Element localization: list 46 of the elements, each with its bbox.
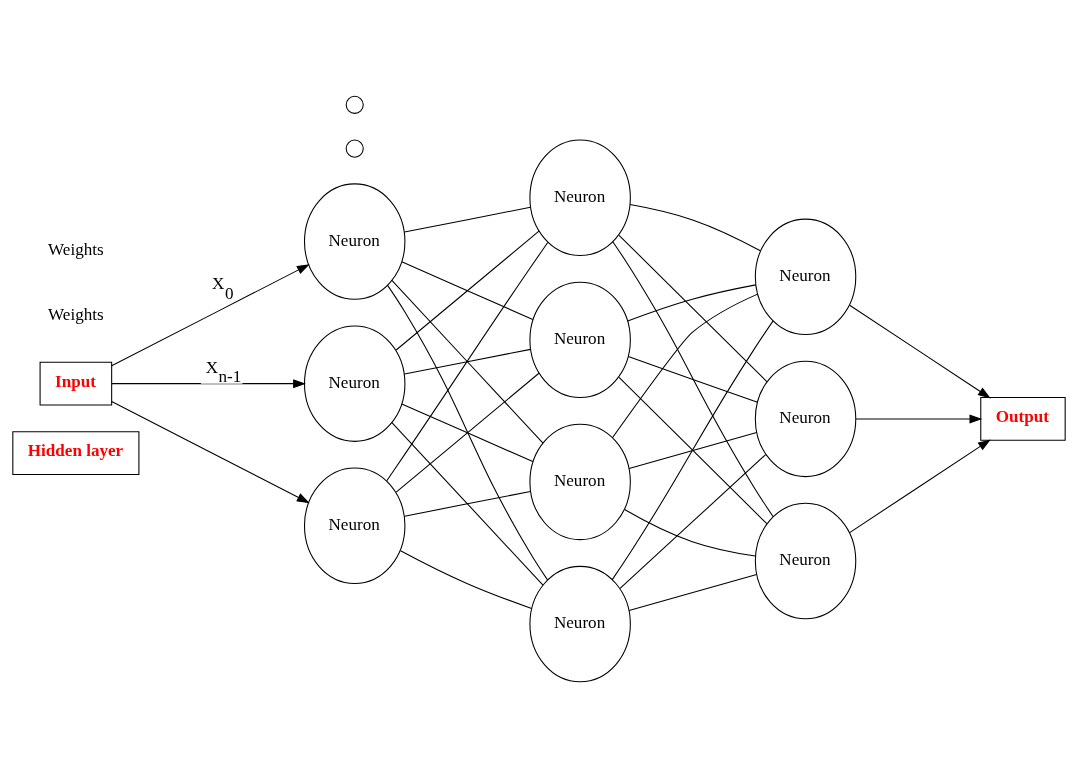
node-ellipse: Neuron	[303, 467, 406, 584]
connector	[629, 204, 761, 252]
arrow	[111, 400, 310, 504]
arrow	[849, 439, 991, 534]
node-ellipse: Neuron	[303, 325, 406, 442]
label: Weights	[48, 305, 104, 325]
node-circle	[345, 139, 364, 158]
connector	[401, 261, 534, 320]
node-circle	[345, 95, 364, 114]
connector	[628, 431, 758, 469]
node-ellipse: Neuron	[529, 565, 631, 683]
connector	[395, 372, 540, 493]
node-ellipse: Neuron	[754, 502, 857, 620]
connector	[627, 356, 758, 403]
connector	[395, 230, 540, 351]
connector	[611, 320, 774, 581]
connector	[386, 241, 549, 482]
connector	[628, 573, 758, 612]
node-box: Hidden layer	[12, 431, 140, 475]
arrow	[111, 264, 310, 367]
connector	[627, 284, 757, 322]
label: Weights	[48, 240, 104, 260]
connector	[387, 284, 549, 581]
connector	[624, 509, 756, 557]
arrow	[849, 304, 991, 399]
connector	[403, 490, 531, 517]
connector	[403, 348, 531, 375]
connector	[400, 550, 533, 609]
node-box: Output	[980, 397, 1066, 441]
node-box: Input	[39, 361, 113, 406]
connector	[612, 241, 774, 518]
connector	[391, 279, 544, 444]
node-ellipse: Neuron	[754, 218, 857, 336]
connector	[619, 454, 767, 589]
connector	[611, 293, 759, 439]
node-ellipse: Neuron	[303, 183, 406, 300]
node-ellipse: Neuron	[754, 360, 857, 478]
connector	[391, 422, 544, 586]
connector	[618, 234, 768, 383]
node-ellipse: Neuron	[529, 423, 631, 541]
node-ellipse: Neuron	[529, 139, 631, 256]
node-ellipse: Neuron	[529, 281, 631, 399]
connector	[618, 376, 768, 525]
arrow	[855, 414, 983, 424]
connector	[403, 206, 531, 233]
connector	[401, 403, 534, 463]
